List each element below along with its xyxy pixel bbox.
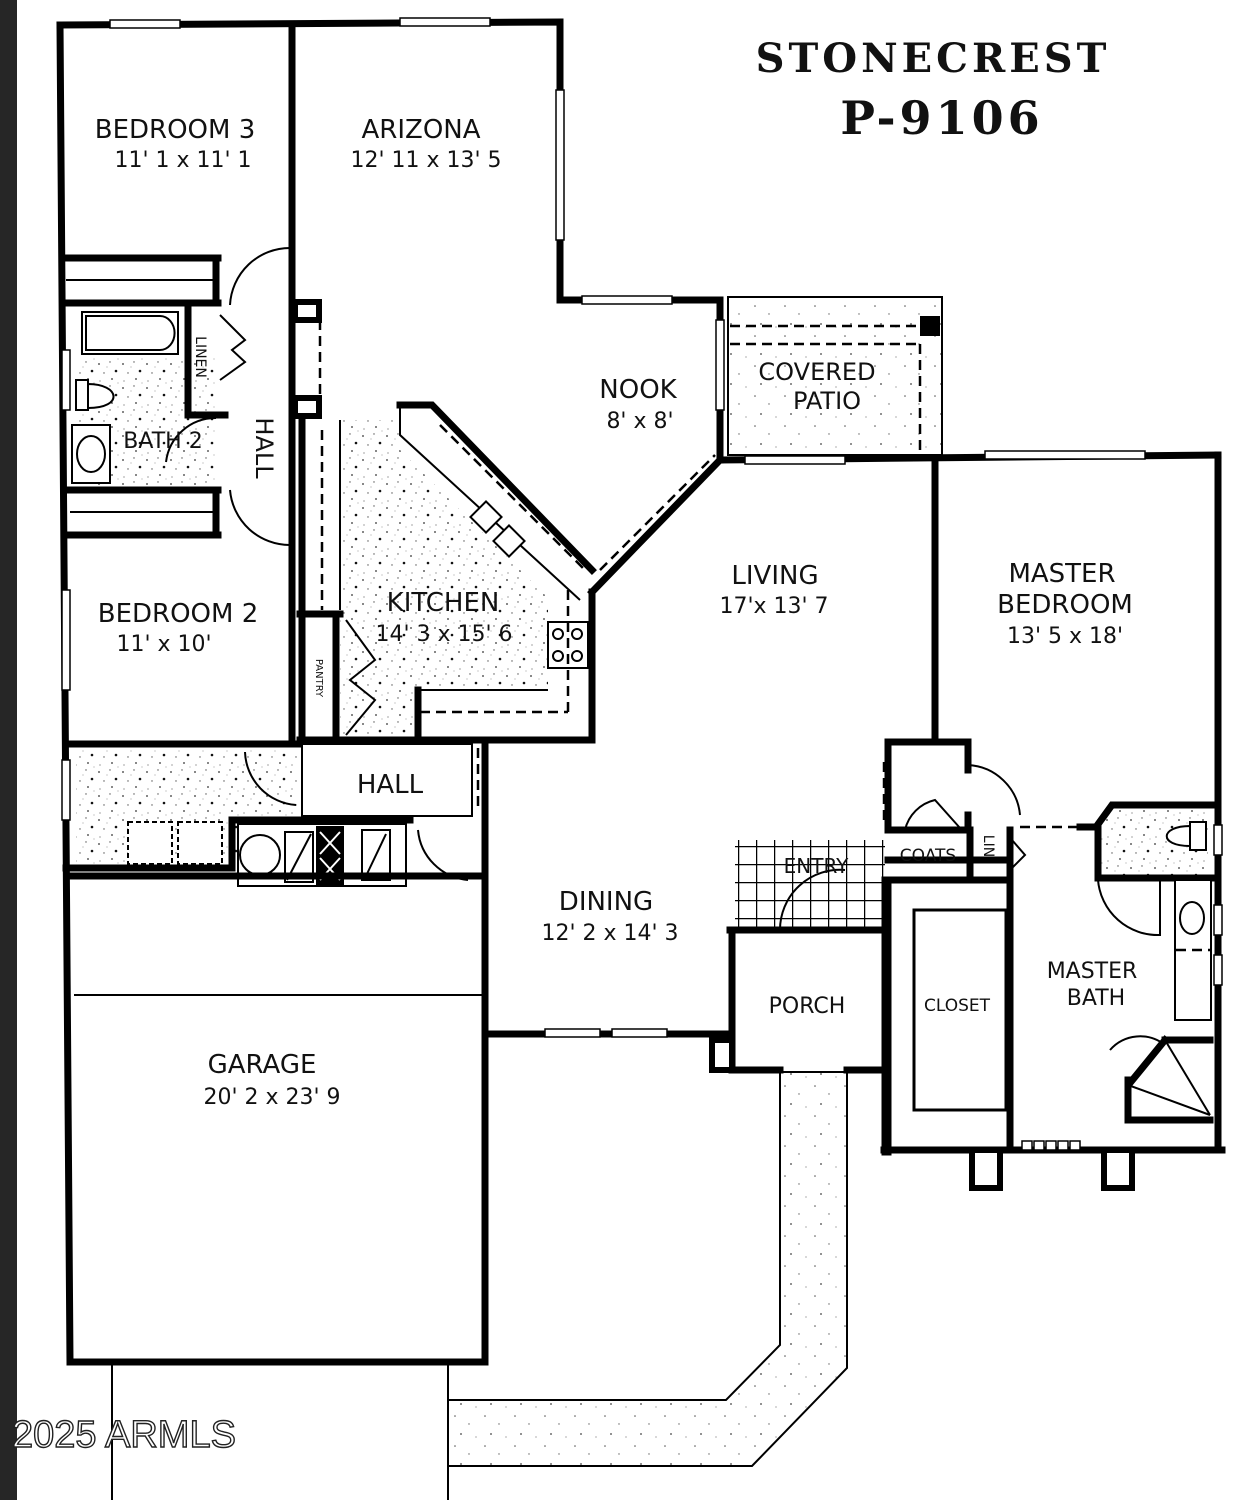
room-hall-lower: HALL — [357, 770, 424, 800]
svg-text:ENTRY: ENTRY — [784, 854, 849, 878]
svg-text:PORCH: PORCH — [769, 994, 846, 1019]
svg-text:11' x 10': 11' x 10' — [116, 632, 211, 657]
room-master-bath: MASTER BATH — [1047, 959, 1138, 1011]
svg-text:COVERED: COVERED — [758, 358, 875, 386]
room-living: LIVING 17'x 13' 7 — [719, 561, 828, 619]
svg-text:17'x 13' 7: 17'x 13' 7 — [719, 594, 828, 619]
svg-text:12' 11 x 13' 5: 12' 11 x 13' 5 — [350, 148, 501, 173]
watermark: 2025 ARMLS — [12, 1414, 236, 1456]
svg-text:12' 2 x 14' 3: 12' 2 x 14' 3 — [541, 921, 678, 946]
covered-patio-floor — [727, 296, 943, 456]
room-garage: GARAGE 20' 2 x 23' 9 — [203, 1050, 340, 1110]
room-linen: LINEN — [192, 336, 208, 378]
room-coats: COATS — [900, 846, 956, 866]
room-closet: CLOSET — [924, 996, 991, 1016]
svg-text:KITCHEN: KITCHEN — [387, 588, 500, 618]
bath2-fixtures — [71, 311, 179, 484]
windows — [61, 17, 1223, 986]
svg-text:MASTER: MASTER — [1047, 959, 1138, 984]
room-entry: ENTRY — [784, 854, 849, 878]
room-labels: BEDROOM 3 11' 1 x 11' 1 ARIZONA 12' 11 x… — [95, 115, 1138, 1110]
svg-text:LINEN: LINEN — [192, 336, 208, 378]
svg-text:LIN: LIN — [980, 835, 996, 857]
svg-text:BEDROOM 2: BEDROOM 2 — [98, 599, 259, 629]
svg-text:DINING: DINING — [559, 887, 653, 917]
left-border-strip — [0, 0, 17, 1500]
svg-text:PATIO: PATIO — [793, 387, 861, 415]
floor-fills — [76, 296, 1208, 1467]
room-bedroom-2: BEDROOM 2 11' x 10' — [98, 599, 259, 657]
walls — [56, 18, 1226, 1500]
svg-text:BEDROOM: BEDROOM — [997, 590, 1133, 620]
room-porch: PORCH — [769, 994, 846, 1019]
room-bedroom-3: BEDROOM 3 11' 1 x 11' 1 — [95, 115, 256, 173]
svg-text:14' 3 x 15' 6: 14' 3 x 15' 6 — [375, 622, 512, 647]
svg-text:HALL: HALL — [357, 770, 424, 800]
entry-tile — [735, 840, 885, 928]
svg-text:GARAGE: GARAGE — [208, 1050, 317, 1080]
svg-text:COATS: COATS — [900, 846, 956, 866]
room-pantry: PANTRY — [313, 659, 324, 698]
room-nook: NOOK 8' x 8' — [599, 375, 677, 434]
svg-text:NOOK: NOOK — [599, 375, 677, 405]
doors — [165, 246, 1166, 1051]
svg-text:HALL: HALL — [250, 417, 278, 479]
plan-number: P-9106 — [840, 91, 1043, 145]
room-kitchen: KITCHEN 14' 3 x 15' 6 — [375, 588, 512, 647]
svg-text:CLOSET: CLOSET — [924, 996, 991, 1016]
room-master-bedroom: MASTER BEDROOM 13' 5 x 18' — [997, 559, 1133, 649]
svg-text:20' 2 x 23' 9: 20' 2 x 23' 9 — [203, 1085, 340, 1110]
model-name: STONECREST — [756, 35, 1111, 82]
svg-text:13' 5 x 18': 13' 5 x 18' — [1007, 624, 1123, 649]
svg-text:BATH 2: BATH 2 — [123, 429, 202, 454]
svg-text:8' x 8': 8' x 8' — [606, 409, 673, 434]
svg-text:BEDROOM 3: BEDROOM 3 — [95, 115, 256, 145]
svg-text:BATH: BATH — [1067, 986, 1125, 1011]
svg-text:LIVING: LIVING — [731, 561, 818, 591]
kitchen-floor — [340, 420, 548, 740]
room-arizona: ARIZONA 12' 11 x 13' 5 — [350, 115, 501, 173]
svg-text:ARIZONA: ARIZONA — [361, 115, 480, 145]
room-dining: DINING 12' 2 x 14' 3 — [541, 887, 678, 946]
front-walkway — [447, 1071, 848, 1467]
room-hall-upper: HALL — [250, 417, 278, 479]
plan-title: STONECREST P-9106 — [756, 35, 1111, 145]
svg-text:11' 1 x 11' 1: 11' 1 x 11' 1 — [114, 148, 251, 173]
svg-text:MASTER: MASTER — [1008, 559, 1115, 589]
svg-text:PANTRY: PANTRY — [313, 659, 324, 698]
room-lin: LIN — [980, 835, 996, 857]
room-covered-patio: COVERED PATIO — [758, 358, 875, 415]
room-bath-2: BATH 2 — [123, 429, 202, 454]
